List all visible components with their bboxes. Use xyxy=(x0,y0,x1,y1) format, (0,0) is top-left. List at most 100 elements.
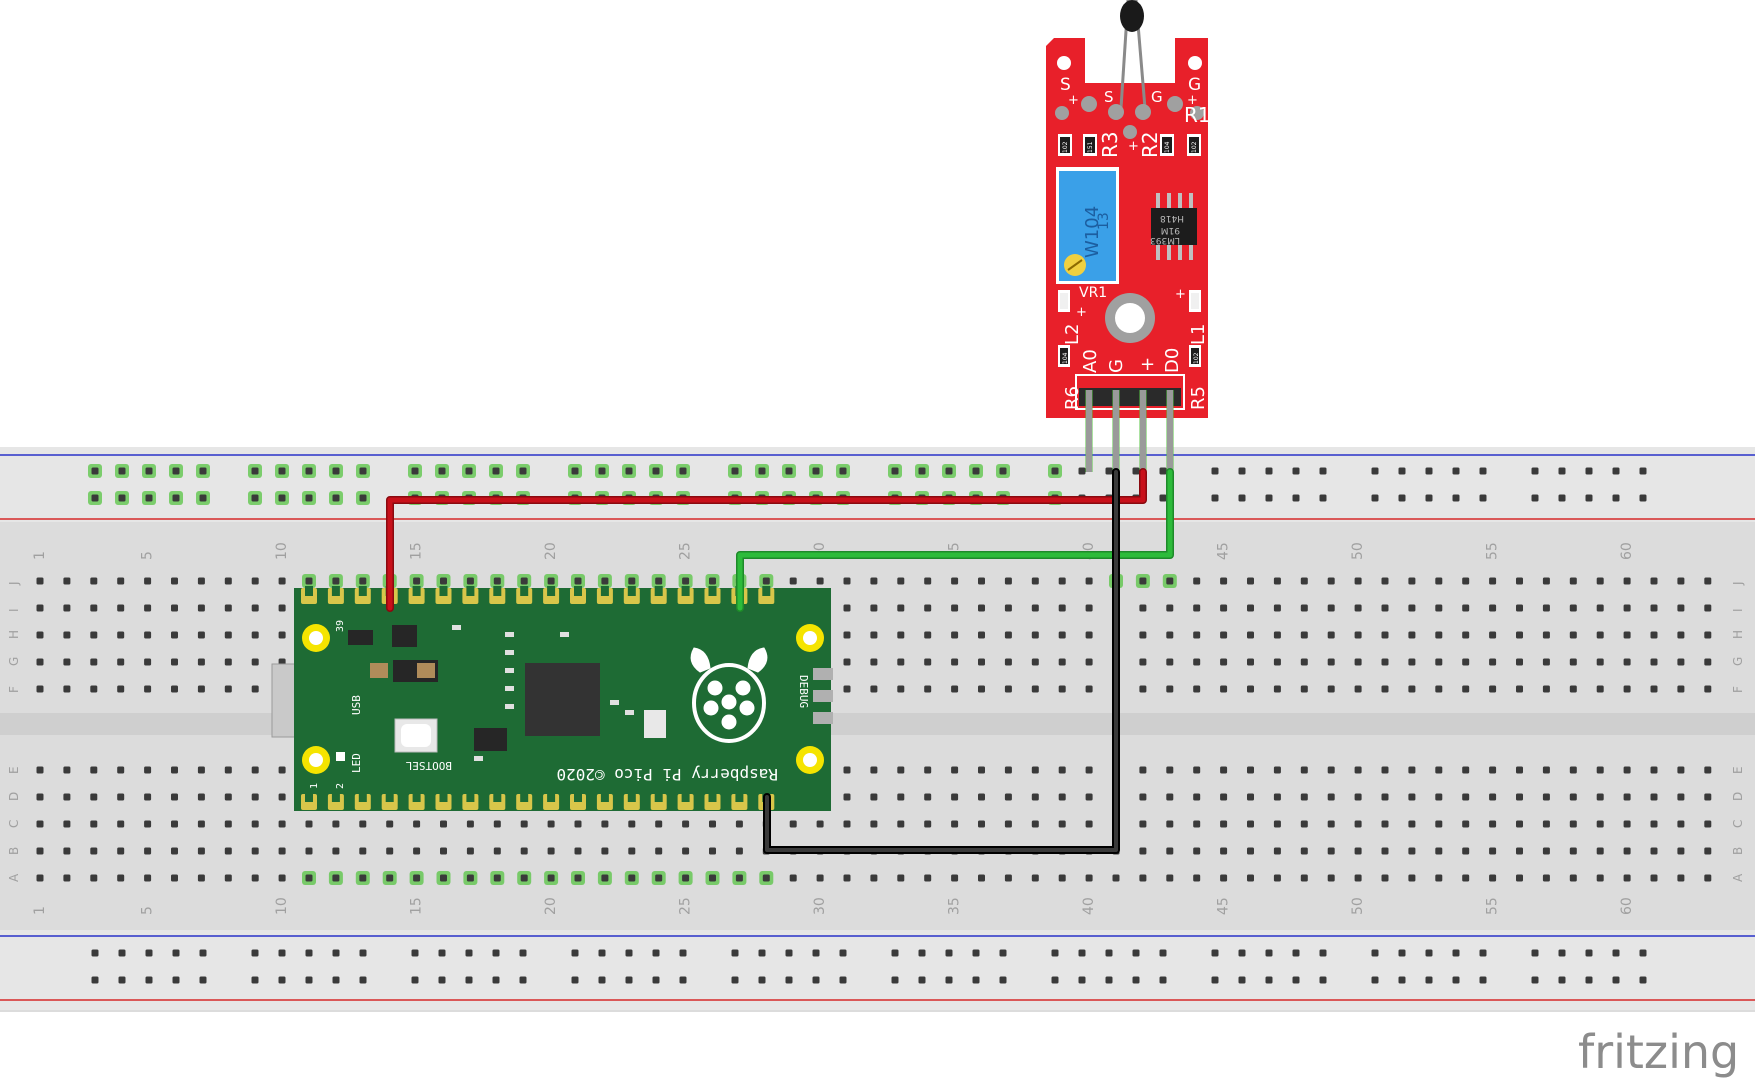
breadboard-hole xyxy=(978,766,985,774)
breadboard-hole xyxy=(1139,874,1147,882)
pico-bottom-pin xyxy=(596,792,613,810)
breadboard-hole xyxy=(1193,793,1201,801)
breadboard-hole xyxy=(897,658,905,666)
rail-hole xyxy=(359,949,367,957)
breadboard-hole xyxy=(63,604,71,612)
breadboard-hole xyxy=(1704,793,1712,801)
breadboard-hole xyxy=(951,820,959,828)
row-letter: E xyxy=(1731,766,1745,774)
breadboard-hole xyxy=(1408,766,1416,774)
sensor-header-outline xyxy=(1075,374,1185,410)
column-number: 20 xyxy=(543,897,559,915)
breadboard-hole xyxy=(90,766,98,774)
breadboard-hole xyxy=(224,658,232,666)
breadboard-hole xyxy=(440,820,447,828)
rail-hole xyxy=(1479,494,1487,502)
breadboard-hole xyxy=(1704,820,1712,828)
breadboard-hole xyxy=(1166,631,1174,639)
breadboard-hole xyxy=(843,604,851,612)
breadboard-hole xyxy=(924,604,932,612)
breadboard-hole xyxy=(90,604,98,612)
breadboard-hole xyxy=(655,820,663,828)
breadboard-hole xyxy=(144,604,152,612)
rail-hole xyxy=(1558,494,1566,502)
breadboard-hole xyxy=(251,766,259,774)
label-vr1: VR1 xyxy=(1079,285,1107,301)
breadboard-hole xyxy=(1354,577,1362,585)
breadboard-hole xyxy=(302,574,316,588)
rail-hole xyxy=(1211,494,1219,502)
breadboard-hole xyxy=(1650,766,1658,774)
sensor-top-pads xyxy=(1055,96,1204,139)
breadboard-hole xyxy=(628,847,636,855)
breadboard-hole xyxy=(466,820,474,828)
breadboard-hole xyxy=(951,685,959,693)
cap-3 xyxy=(417,663,435,678)
breadboard-hole xyxy=(197,874,205,882)
breadboard-hole xyxy=(1300,874,1308,882)
rail-hole xyxy=(1211,976,1219,984)
rail-hole xyxy=(1585,976,1593,984)
breadboard-hole xyxy=(1085,766,1093,774)
breadboard-hole xyxy=(1139,658,1147,666)
breadboard-hole xyxy=(117,685,125,693)
breadboard-hole xyxy=(1516,766,1523,774)
rail-hole xyxy=(142,491,156,505)
breadboard-hole xyxy=(1489,631,1497,639)
chip-text-2: 91M xyxy=(1161,225,1180,235)
rail-hole xyxy=(1585,467,1593,475)
inductor xyxy=(392,625,417,647)
breadboard-hole xyxy=(1004,577,1012,585)
breadboard-hole xyxy=(870,820,878,828)
breadboard-hole xyxy=(1381,793,1389,801)
raspberry-logo-icon xyxy=(690,647,768,743)
row-letter: D xyxy=(1731,792,1745,801)
breadboard-hole xyxy=(1381,604,1389,612)
rail-hole xyxy=(1639,976,1647,984)
rail-hole xyxy=(88,491,102,505)
rail-hole xyxy=(1319,494,1327,502)
rail-hole xyxy=(1078,949,1086,957)
breadboard-hole xyxy=(951,874,959,882)
cap-2 xyxy=(370,663,388,678)
breadboard-hole xyxy=(1058,820,1066,828)
bootsel-button[interactable] xyxy=(401,724,431,747)
breadboard-hole xyxy=(1220,874,1228,882)
breadboard-hole xyxy=(1381,631,1389,639)
breadboard-hole xyxy=(1058,793,1066,801)
rp2040-chip xyxy=(525,663,600,736)
breadboard-hole xyxy=(1085,604,1093,612)
breadboard-hole xyxy=(1516,604,1523,612)
breadboard-hole xyxy=(1085,577,1093,585)
breadboard-hole xyxy=(1085,631,1093,639)
res-102-label-c: 102 xyxy=(1193,352,1200,364)
column-number: 10 xyxy=(274,897,290,915)
pico-top-pin xyxy=(677,586,694,604)
breadboard-hole xyxy=(1004,874,1012,882)
breadboard-hole xyxy=(601,847,609,855)
rail-hole xyxy=(118,976,126,984)
rail-hole xyxy=(169,464,183,478)
breadboard-hole xyxy=(1435,874,1443,882)
breadboard-hole xyxy=(789,577,797,585)
rail-hole xyxy=(836,464,850,478)
pin-label-g: G xyxy=(1106,359,1127,373)
column-number: 45 xyxy=(1216,542,1232,560)
breadboard-hole xyxy=(735,847,743,855)
breadboard-hole xyxy=(651,574,666,588)
breadboard-hole xyxy=(924,658,932,666)
breadboard-hole xyxy=(1542,820,1550,828)
breadboard-hole xyxy=(1516,631,1523,639)
rail-hole xyxy=(1452,467,1460,475)
breadboard-hole xyxy=(544,871,559,885)
breadboard-hole xyxy=(816,820,824,828)
rail-hole xyxy=(918,949,926,957)
breadboard-hole xyxy=(1542,685,1550,693)
rail-hole xyxy=(999,976,1007,984)
breadboard-hole xyxy=(924,577,932,585)
breadboard-hole xyxy=(1542,874,1550,882)
rail-hole xyxy=(332,949,340,957)
column-number: 35 xyxy=(947,897,963,915)
rail-hole xyxy=(465,976,473,984)
breadboard-hole xyxy=(678,574,693,588)
